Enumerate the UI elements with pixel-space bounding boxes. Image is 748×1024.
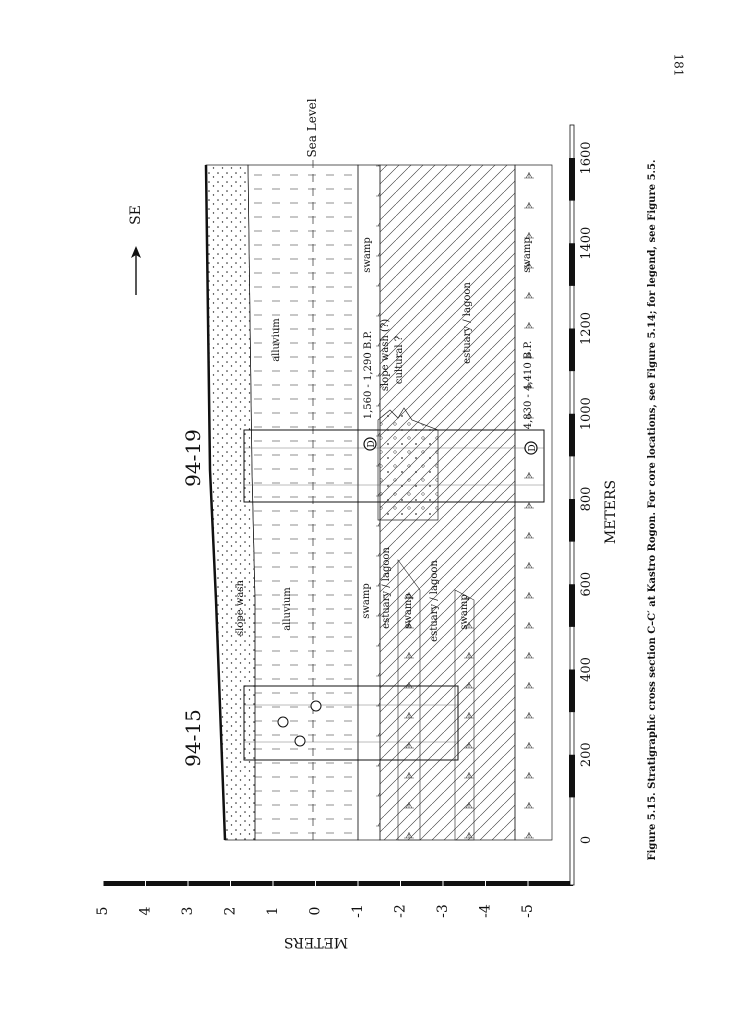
tephra-marker-1 [277,716,289,728]
horizontal-axis-label: METERS [603,480,619,544]
label-date-lower: 4,830 - 4,410 B.P. [523,341,534,430]
vertical-tick-label: 1 [265,907,281,916]
scale-segment [569,158,575,201]
label-date-upper: 1,560 - 1,290 B.P. [363,331,374,420]
horizontal-tick-label: 600 [579,572,594,597]
label-estuary-2: estuary / lagoon [429,560,440,642]
label-slope-wash-q: slope wash (?) [380,319,391,391]
svg-text:D: D [367,440,377,447]
vertical-tick-label: 5 [95,907,111,916]
horizontal-tick-label: 1600 [579,141,594,174]
date-marker-upper: D [363,437,377,451]
core-94-15-label: 94-15 [181,709,205,767]
vertical-axis: 5 4 3 2 1 0 -1 -2 -3 -4 -5 METERS [95,879,573,950]
scale-segment [569,669,575,713]
layer-slope-wash-wedge [377,407,439,521]
core-94-15: 94-15 [181,685,459,767]
scale-segment [569,584,575,627]
horizontal-tick-label: 800 [579,487,594,512]
horizontal-axis: 0 200 400 600 800 1000 1200 1400 1600 METERS [569,124,619,886]
sea-level-label: Sea Level [305,98,319,157]
label-swamp-3: swamp [459,594,470,630]
horizontal-tick-label: 400 [579,657,594,682]
svg-text:D: D [528,444,538,451]
scale-segment [569,328,575,372]
layer-swamp-strip-2 [454,589,475,841]
vertical-tick-label: 3 [180,907,196,916]
section-layers [204,160,553,845]
layer-swamp-strip-1 [397,559,421,841]
label-estuary-right: estuary / lagoon [462,282,473,364]
unit-labels: slope wash alluvium alluvium swamp estua… [235,237,534,642]
tephra-marker-2 [294,735,306,747]
tephra-marker-3 [310,700,322,712]
horizontal-tick-label: 200 [579,742,594,767]
figure-caption: Figure 5.15. Stratigraphic cross section… [647,160,658,861]
vertical-tick-label: -2 [393,904,409,918]
orientation-arrow: SE [128,205,144,295]
label-alluvium-right: alluvium [271,318,282,362]
horizontal-tick-label: 1400 [579,227,594,260]
label-slope-wash: slope wash [235,579,246,636]
horizontal-tick-label: 1000 [579,397,594,430]
label-swamp-right-lower: swamp [522,237,533,273]
label-swamp-2: swamp [403,593,414,629]
vertical-axis-label: METERS [284,934,348,950]
label-estuary-1: estuary / lagoon [381,547,392,629]
vertical-tick-label: 2 [223,907,239,916]
core-94-19: 94-19 D D [181,429,545,503]
core-94-19-label: 94-19 [181,429,205,487]
label-cultural-q: cultural ? [394,336,405,384]
ground-surface [204,164,227,841]
label-swamp-1: swamp [361,583,372,619]
vertical-tick-label: -1 [350,904,366,918]
date-marker-lower: D [524,441,538,455]
scale-segment [569,499,575,542]
vertical-tick-label: -4 [478,904,494,918]
horizontal-tick-label: 0 [579,836,594,844]
vertical-tick-label: 4 [138,906,154,915]
scale-segment [569,413,575,457]
vertical-tick-label: -5 [520,904,536,918]
orientation-label: SE [128,205,144,225]
label-swamp-right-upper: swamp [362,237,373,273]
vertical-tick-label: 0 [308,907,324,916]
vertical-tick-label: -3 [435,904,451,918]
scale-segment [569,754,575,798]
label-alluvium-left: alluvium [282,587,293,631]
scale-segment [569,243,575,286]
horizontal-tick-label: 1200 [579,312,594,345]
